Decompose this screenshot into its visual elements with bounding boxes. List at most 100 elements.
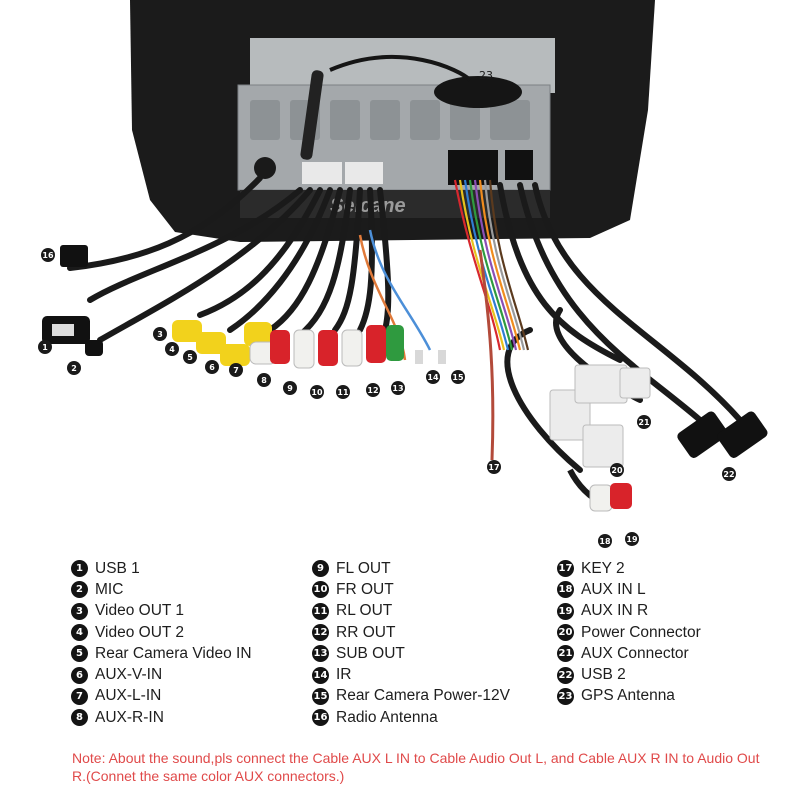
legend-item: 14 IR bbox=[312, 664, 510, 685]
legend-item: 21 AUX Connector bbox=[557, 643, 701, 664]
sound-note: Note: About the sound,pls connect the Ca… bbox=[72, 750, 760, 784]
marker-8: 8 bbox=[257, 373, 271, 387]
marker-2: 2 bbox=[67, 361, 81, 375]
marker-17: 17 bbox=[487, 460, 501, 474]
legend-label: RR OUT bbox=[336, 623, 396, 641]
marker-3: 3 bbox=[153, 327, 167, 341]
legend-number-badge: 14 bbox=[312, 666, 329, 684]
legend-item: 16 Radio Antenna bbox=[312, 707, 510, 728]
marker-20: 20 bbox=[610, 463, 624, 477]
svg-text:21: 21 bbox=[638, 418, 650, 427]
legend-label: AUX IN L bbox=[581, 580, 646, 598]
svg-text:4: 4 bbox=[169, 345, 175, 354]
legend-label: KEY 2 bbox=[581, 559, 625, 577]
legend-label: AUX-V-IN bbox=[95, 666, 163, 684]
legend-item: 4 Video OUT 2 bbox=[71, 622, 252, 643]
legend-item: 22 USB 2 bbox=[557, 664, 701, 685]
legend-number-badge: 2 bbox=[71, 581, 88, 599]
legend-number-badge: 9 bbox=[312, 560, 329, 578]
legend-item: 2 MIC bbox=[71, 579, 252, 600]
svg-text:19: 19 bbox=[626, 535, 638, 544]
marker-14: 14 bbox=[426, 370, 440, 384]
legend-number-badge: 5 bbox=[71, 645, 88, 663]
legend-number-badge: 13 bbox=[312, 645, 329, 663]
legend-item: 23 GPS Antenna bbox=[557, 686, 701, 707]
legend-number-badge: 20 bbox=[557, 624, 574, 642]
legend-item: 9 FL OUT bbox=[312, 558, 510, 579]
marker-6: 6 bbox=[205, 360, 219, 374]
legend-item: 17 KEY 2 bbox=[557, 558, 701, 579]
marker-15: 15 bbox=[451, 370, 465, 384]
legend-label: FL OUT bbox=[336, 559, 391, 577]
legend-item: 10 FR OUT bbox=[312, 579, 510, 600]
marker-16: 16 bbox=[41, 248, 55, 262]
legend-number-badge: 11 bbox=[312, 602, 329, 620]
marker-18: 18 bbox=[598, 534, 612, 548]
legend-number-badge: 1 bbox=[71, 560, 88, 578]
marker-7: 7 bbox=[229, 363, 243, 377]
legend-label: RL OUT bbox=[336, 602, 393, 620]
legend-item: 18 AUX IN L bbox=[557, 579, 701, 600]
legend-item: 12 RR OUT bbox=[312, 622, 510, 643]
legend-label: FR OUT bbox=[336, 580, 394, 598]
legend-label: Video OUT 1 bbox=[95, 602, 185, 620]
legend-item: 15 Rear Camera Power-12V bbox=[312, 686, 510, 707]
legend-number-badge: 23 bbox=[557, 687, 574, 705]
legend-label: Rear Camera Power-12V bbox=[336, 687, 511, 705]
legend-column: 9 FL OUT 10 FR OUT 11 RL OUT 12 RR OUT 13 SUB OUT… bbox=[312, 558, 510, 728]
svg-text:16: 16 bbox=[42, 251, 54, 260]
legend-label: SUB OUT bbox=[336, 644, 405, 662]
svg-text:22: 22 bbox=[723, 470, 734, 479]
legend-number-badge: 18 bbox=[557, 581, 574, 599]
legend-label: AUX Connector bbox=[581, 644, 689, 662]
marker-23: 23 bbox=[479, 69, 493, 82]
svg-text:3: 3 bbox=[157, 330, 163, 339]
svg-text:2: 2 bbox=[71, 364, 77, 373]
legend-label: Radio Antenna bbox=[336, 708, 438, 726]
legend-label: GPS Antenna bbox=[581, 687, 675, 705]
gps-antenna bbox=[434, 76, 522, 108]
marker-19: 19 bbox=[625, 532, 639, 546]
legend-number-badge: 8 bbox=[71, 709, 88, 727]
legend-number-badge: 12 bbox=[312, 624, 329, 642]
legend-number-badge: 17 bbox=[557, 560, 574, 578]
legend-label: Video OUT 2 bbox=[95, 623, 185, 641]
legend-label: AUX IN R bbox=[581, 602, 649, 620]
legend-column: 17 KEY 2 18 AUX IN L 19 AUX IN R 20 Power Conne… bbox=[557, 558, 701, 707]
svg-text:17: 17 bbox=[488, 463, 499, 472]
legend-number-badge: 10 bbox=[312, 581, 329, 599]
legend-label: USB 2 bbox=[581, 666, 626, 684]
marker-13: 13 bbox=[391, 381, 405, 395]
legend-number-badge: 15 bbox=[312, 687, 329, 705]
legend-number-badge: 22 bbox=[557, 666, 574, 684]
svg-text:9: 9 bbox=[287, 384, 293, 393]
legend-number-badge: 19 bbox=[557, 602, 574, 620]
legend-label: MIC bbox=[95, 580, 124, 598]
legend-number-badge: 16 bbox=[312, 709, 329, 727]
legend-number-badge: 21 bbox=[557, 645, 574, 663]
svg-text:1: 1 bbox=[42, 343, 48, 352]
svg-text:11: 11 bbox=[337, 388, 349, 397]
svg-text:8: 8 bbox=[261, 376, 267, 385]
marker-11: 11 bbox=[336, 385, 350, 399]
marker-1: 1 bbox=[38, 340, 52, 354]
svg-text:7: 7 bbox=[233, 366, 239, 375]
svg-text:10: 10 bbox=[311, 388, 323, 397]
legend-label: AUX-L-IN bbox=[95, 687, 162, 705]
legend-item: 6 AUX-V-IN bbox=[71, 664, 252, 685]
marker-21: 21 bbox=[637, 415, 651, 429]
svg-text:14: 14 bbox=[427, 373, 439, 382]
legend-label: IR bbox=[336, 666, 352, 684]
marker-9: 9 bbox=[283, 381, 297, 395]
svg-text:20: 20 bbox=[611, 466, 623, 475]
svg-text:13: 13 bbox=[392, 384, 403, 393]
legend-number-badge: 3 bbox=[71, 602, 88, 620]
svg-text:12: 12 bbox=[367, 386, 378, 395]
legend-number-badge: 6 bbox=[71, 666, 88, 684]
legend-number-badge: 4 bbox=[71, 624, 88, 642]
legend-label: Power Connector bbox=[581, 623, 701, 641]
